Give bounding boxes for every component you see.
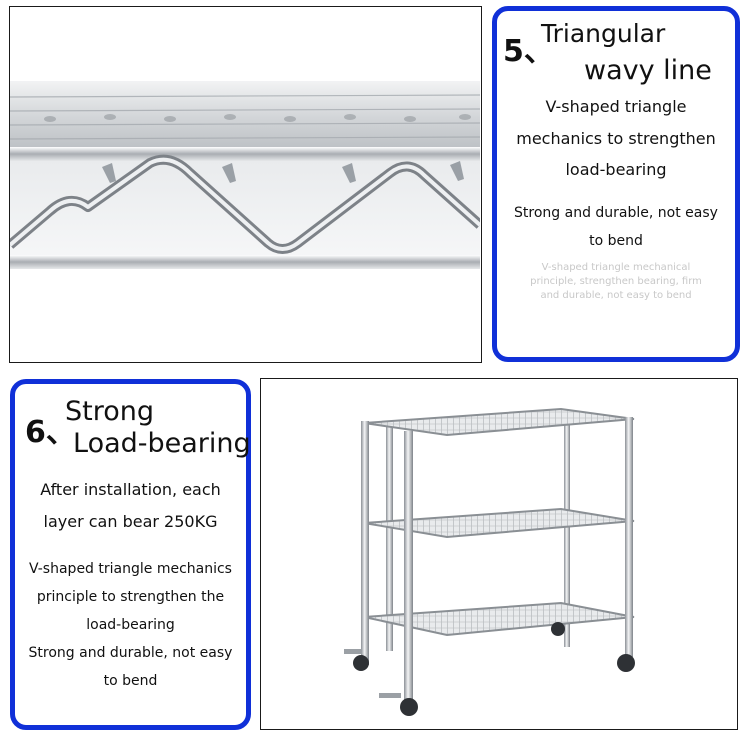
feature-6-desc-6: Strong and durable, not easy <box>28 645 233 661</box>
feature-6-card: 6、 Strong Load-bearing After installatio… <box>10 379 251 730</box>
feature-5-desc-4: Strong and durable, not easy <box>514 205 718 221</box>
feature-6-desc-5: load-bearing <box>86 617 175 633</box>
feature-6-desc-3: V-shaped triangle mechanics <box>29 561 232 577</box>
feature-5-card: 5、 Triangular wavy line V-shaped triangl… <box>492 6 740 362</box>
feature-5-faint-1: V-shaped triangle mechanical <box>541 262 691 273</box>
feature-6-title-line1: Strong <box>65 396 155 427</box>
feature-6-desc-4: principle to strengthen the <box>36 589 225 605</box>
feature-6-desc-7: to bend <box>103 673 158 689</box>
feature-5-desc-5: to bend <box>589 233 643 249</box>
feature-5-desc-2: mechanics to strengthen <box>516 129 716 148</box>
shelf-product-photo <box>260 378 738 730</box>
feature-5-faint-3: and durable, not easy to bend <box>540 290 692 301</box>
feature-5-faint-2: principle, strengthen bearing, firm <box>530 276 702 287</box>
feature-6-title-line2: Load-bearing <box>73 428 251 459</box>
wire-closeup-photo <box>9 6 482 363</box>
shelf-cart-image <box>344 407 635 716</box>
feature-5-number: 5、 <box>503 34 554 69</box>
wavy-wire-closeup-image <box>10 7 481 361</box>
feature-6-desc-1: After installation, each <box>40 480 221 499</box>
feature-6-number: 6、 <box>25 415 76 450</box>
feature-5-desc-1: V-shaped triangle <box>545 97 687 116</box>
feature-5-desc-3: load-bearing <box>565 160 667 179</box>
feature-6-desc-2: layer can bear 250KG <box>43 512 218 531</box>
feature-5-title-line1: Triangular <box>541 19 666 48</box>
feature-5-title-line2: wavy line <box>584 55 712 86</box>
